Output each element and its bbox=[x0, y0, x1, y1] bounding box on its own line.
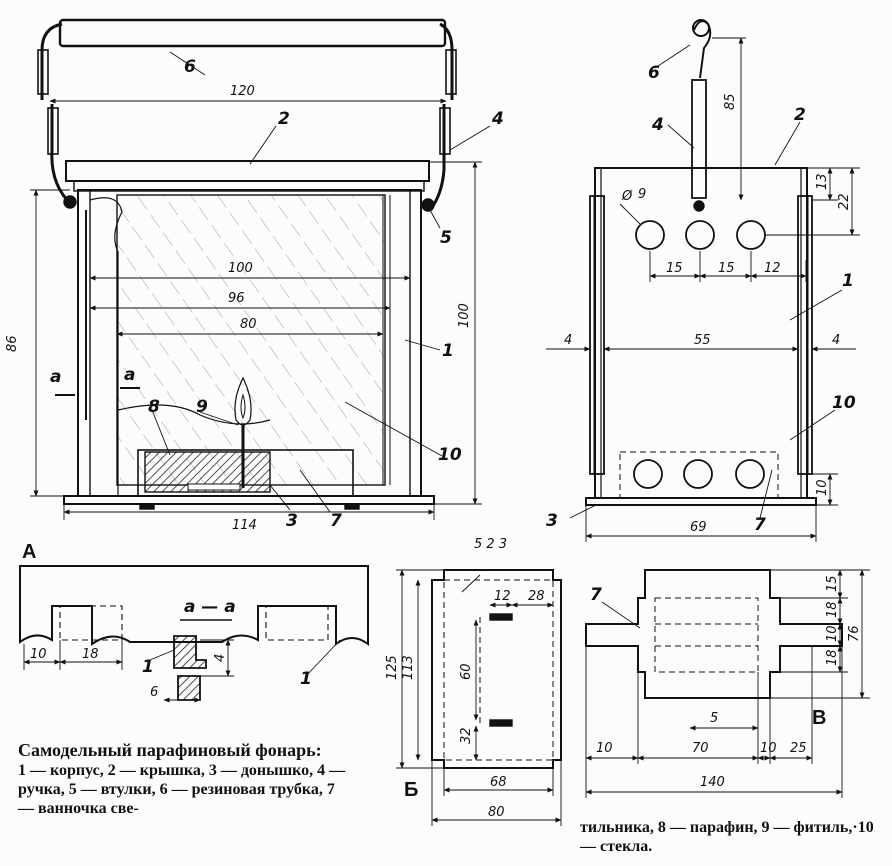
dim-86: 86 bbox=[5, 335, 20, 352]
dim-a-10: 10 bbox=[30, 647, 47, 662]
label-7-front: 7 bbox=[330, 511, 342, 531]
side-handle-4 bbox=[691, 79, 707, 199]
dim-15b: 15 bbox=[718, 261, 735, 276]
dim-96: 96 bbox=[228, 291, 245, 306]
dim-13: 13 bbox=[815, 173, 830, 190]
dim-55: 55 bbox=[694, 333, 711, 348]
caption-legend-left: 1 — корпус, 2 — крышка, 3 — донышко, 4 —… bbox=[18, 762, 346, 817]
dim-v-18b: 18 bbox=[825, 649, 840, 666]
dim-v-76: 76 bbox=[847, 625, 862, 642]
label-4-side: 4 bbox=[651, 115, 664, 135]
dim-114: 114 bbox=[232, 518, 257, 533]
dim-4-right: 4 bbox=[832, 333, 840, 348]
label-5-front: 5 bbox=[440, 228, 452, 248]
dim-15a: 15 bbox=[666, 261, 683, 276]
label-1-side: 1 bbox=[842, 271, 854, 291]
dim-12: 12 bbox=[764, 261, 781, 276]
dim-v-10: 10 bbox=[825, 625, 840, 642]
label-9-front: 9 bbox=[196, 397, 208, 417]
dim-b-125: 125 bbox=[385, 655, 400, 680]
label-10-side: 10 bbox=[832, 393, 856, 413]
dim-9: 9 bbox=[638, 187, 646, 202]
tray-7 bbox=[137, 449, 354, 497]
dim-120: 120 bbox=[230, 84, 255, 99]
label-3-side: 3 bbox=[546, 511, 558, 531]
dim-b-28: 28 bbox=[528, 589, 545, 604]
dim-v-15: 15 bbox=[825, 575, 840, 592]
label-4-front: 4 bbox=[491, 109, 504, 129]
caption-right: тильника, 8 — парафин, 9 — фитиль,·10 — … bbox=[580, 818, 880, 856]
label-7-side: 7 bbox=[754, 515, 766, 535]
view-b-letter: Б bbox=[404, 779, 418, 801]
view-v-letter: В bbox=[812, 707, 826, 729]
dim-100: 100 bbox=[228, 261, 253, 276]
side-view bbox=[585, 19, 817, 506]
dim-80: 80 bbox=[240, 317, 257, 332]
section-a-a-label: а — а bbox=[184, 597, 236, 617]
dim-b-12: 12 bbox=[494, 589, 511, 604]
caption-title: Самодельный парафиновый фонарь: bbox=[18, 740, 322, 760]
flame bbox=[234, 376, 252, 426]
label-7-view-v: 7 bbox=[590, 585, 602, 605]
section-mark-a-right: а bbox=[124, 365, 135, 385]
dim-hole-9: Ø bbox=[621, 189, 633, 204]
dim-v-18a: 18 bbox=[825, 601, 840, 618]
dim-a-4: 4 bbox=[213, 654, 228, 662]
label-3-front: 3 bbox=[286, 511, 298, 531]
dim-v-25: 25 bbox=[790, 741, 807, 756]
caption-left: Самодельный парафиновый фонарь: 1 — корп… bbox=[18, 740, 348, 818]
vent-hole bbox=[635, 220, 665, 250]
view-a-letter: А bbox=[22, 541, 36, 563]
dim-4-left: 4 bbox=[564, 333, 572, 348]
front-view bbox=[37, 18, 457, 510]
dim-10-side: 10 bbox=[815, 479, 830, 496]
label-1-view-a: 1 bbox=[300, 669, 312, 689]
dim-22: 22 bbox=[837, 193, 852, 210]
label-2-front: 2 bbox=[278, 109, 290, 129]
dim-b-113: 113 bbox=[401, 655, 416, 680]
dim-b-80: 80 bbox=[488, 805, 505, 820]
label-1-section: 1 bbox=[142, 657, 154, 677]
dim-100-vertical: 100 bbox=[457, 303, 472, 328]
dim-v-5: 5 bbox=[710, 711, 718, 726]
label-8-front: 8 bbox=[148, 397, 160, 417]
lid-profile bbox=[19, 565, 369, 646]
handle-wire-4 bbox=[40, 22, 454, 211]
dim-v-140: 140 bbox=[700, 775, 725, 790]
caption-legend-right: тильника, 8 — парафин, 9 — фитиль,·10 — … bbox=[580, 819, 874, 855]
label-2-side: 2 bbox=[794, 105, 806, 125]
dim-v-10a: 10 bbox=[596, 741, 613, 756]
label-6-front: 6 bbox=[184, 57, 196, 77]
dim-b-60: 60 bbox=[459, 663, 474, 680]
bushing-5 bbox=[63, 195, 77, 209]
dim-a-18: 18 bbox=[82, 647, 99, 662]
dim-a-6: 6 bbox=[150, 685, 158, 700]
dim-v-10b: 10 bbox=[760, 741, 777, 756]
view-a bbox=[19, 565, 369, 701]
lid-2 bbox=[65, 160, 430, 182]
base-3 bbox=[63, 495, 435, 505]
section-mark-a-left: а bbox=[50, 367, 61, 387]
dim-b-68: 68 bbox=[490, 775, 507, 790]
handle-tube-6 bbox=[58, 18, 447, 48]
dim-69: 69 bbox=[690, 520, 707, 535]
dim-b-523: 5 2 3 bbox=[474, 537, 507, 552]
pattern-v-outline bbox=[585, 569, 843, 699]
dim-85: 85 bbox=[723, 93, 738, 110]
view-v bbox=[585, 569, 843, 699]
dim-v-70: 70 bbox=[692, 741, 709, 756]
label-6-side: 6 bbox=[648, 63, 660, 83]
dim-b-32: 32 bbox=[459, 727, 474, 744]
label-1-front: 1 bbox=[442, 341, 454, 361]
label-10-front: 10 bbox=[438, 445, 462, 465]
glass-10 bbox=[116, 194, 386, 486]
